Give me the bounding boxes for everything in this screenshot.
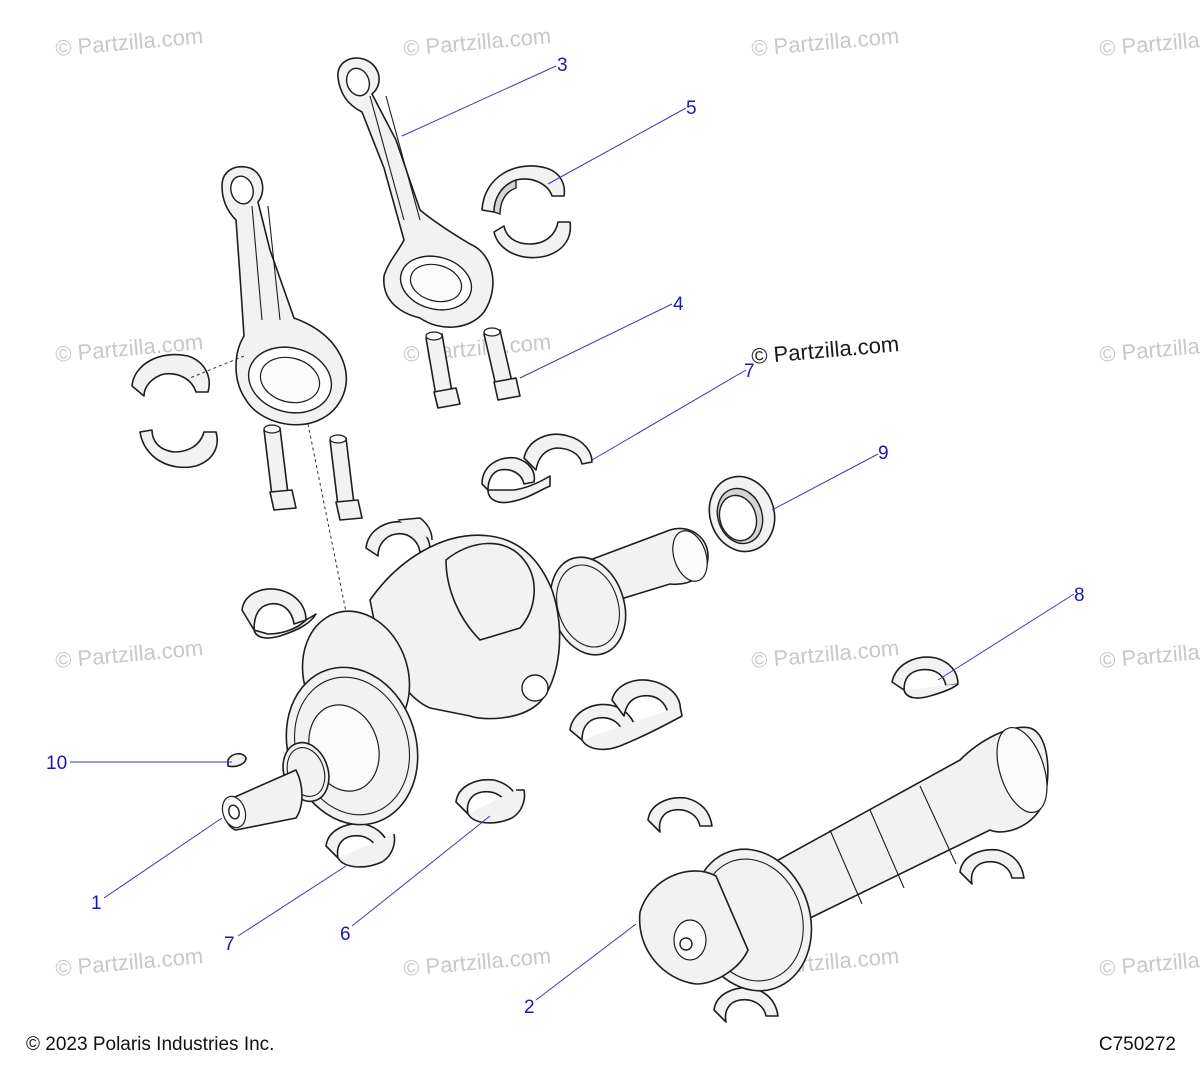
callout-1[interactable]: 1	[91, 893, 102, 914]
copyright-notice: © 2023 Polaris Industries Inc.	[26, 1034, 275, 1055]
main-bearing-right-pair[interactable]	[569, 679, 683, 751]
main-bearing-6[interactable]	[455, 778, 526, 824]
callout-5[interactable]: 5	[686, 98, 697, 119]
watermark: © Partzilla.com	[1098, 329, 1200, 367]
rod-bolt-pair-lower[interactable]	[263, 424, 363, 521]
leader-lines	[70, 65, 1075, 1001]
connecting-rod-lower[interactable]	[221, 166, 348, 426]
callout-2[interactable]: 2	[524, 997, 535, 1018]
figure-code: C750272	[1098, 1034, 1176, 1055]
watermark: © Partzilla.com	[402, 23, 552, 61]
balance-bearing-upper[interactable]	[647, 796, 713, 833]
watermark: © Partzilla.com	[54, 635, 204, 673]
watermark: © Partzilla.com	[1098, 635, 1200, 673]
rod-bearing-5[interactable]	[481, 165, 572, 259]
watermark: © Partzilla.com	[1098, 943, 1200, 981]
watermark-grid: © Partzilla.com © Partzilla.com © Partzi…	[54, 23, 1200, 981]
assembly-guide-line	[307, 423, 347, 613]
callout-7[interactable]: 7	[744, 361, 755, 382]
oil-seal-9[interactable]	[700, 468, 784, 560]
callout-3[interactable]: 3	[557, 55, 568, 76]
main-bearing-7-lower[interactable]	[325, 822, 396, 868]
balance-bearing-lower[interactable]	[713, 986, 779, 1023]
balance-shaft-2[interactable]	[638, 721, 1057, 1006]
watermark: © Partzilla.com	[750, 635, 900, 673]
watermark: © Partzilla.com	[750, 23, 900, 61]
assembly-guide-line	[189, 355, 245, 379]
main-bearing-8[interactable]	[891, 656, 959, 699]
watermark: © Partzilla.com	[402, 943, 552, 981]
watermark: © Partzilla.com	[1098, 23, 1200, 61]
callout-9[interactable]: 9	[878, 443, 889, 464]
main-bearing-left[interactable]	[241, 588, 317, 639]
connecting-rod-upper[interactable]	[337, 57, 494, 328]
crankshaft-1[interactable]	[219, 526, 714, 842]
main-watermark: © Partzilla.com	[750, 331, 900, 369]
main-bearing-7-upper[interactable]	[481, 433, 593, 504]
balance-bearing-right[interactable]	[959, 848, 1025, 885]
rod-bolt-pair-upper[interactable]	[425, 327, 521, 409]
callout-6[interactable]: 6	[340, 924, 351, 945]
rod-bearing-left[interactable]	[131, 353, 218, 469]
callout-labels: 1 2 3 4 5 6 7 7 8 9 10	[46, 55, 1085, 1018]
watermark: © Partzilla.com	[402, 329, 552, 367]
watermark: © Partzilla.com	[54, 943, 204, 981]
main-bearing-center-left[interactable]	[365, 517, 433, 557]
callout-8[interactable]: 8	[1074, 585, 1085, 606]
callout-7-lower[interactable]: 7	[224, 934, 235, 955]
watermark: © Partzilla.com	[54, 23, 204, 61]
callout-4[interactable]: 4	[673, 294, 684, 315]
callout-10[interactable]: 10	[46, 753, 67, 774]
woodruff-key-10[interactable]	[227, 752, 247, 768]
